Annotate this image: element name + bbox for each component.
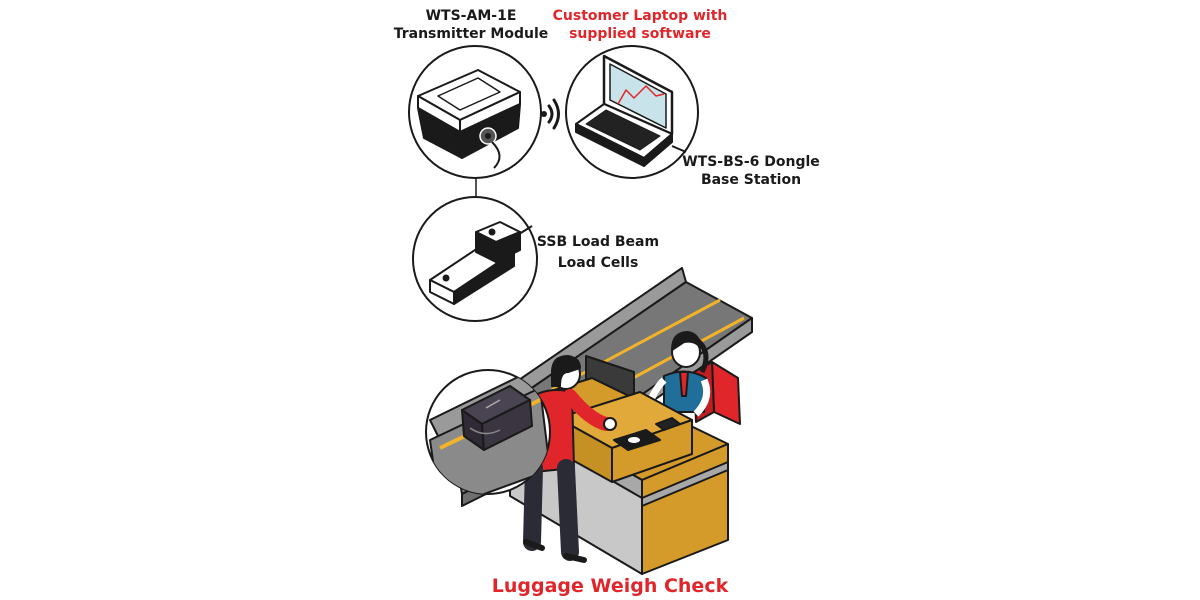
- loadcell-label-line-2: Load Cells: [557, 255, 639, 271]
- diagram-title: Luggage Weigh Check: [491, 575, 729, 597]
- suitcase-icon: [425, 369, 551, 495]
- transmitter-module-icon: [408, 45, 542, 179]
- transmitter-module-label: WTS-AM-1E Transmitter Module: [386, 7, 556, 43]
- transmitter-label-line-2: Transmitter Module: [393, 26, 549, 42]
- dongle-label-line-1: WTS-BS-6 Dongle: [682, 154, 820, 170]
- laptop-label-line-1: Customer Laptop with: [552, 8, 728, 24]
- load-cell-icon: [412, 196, 538, 322]
- load-cell-label: SSB Load Beam Load Cells: [533, 232, 663, 274]
- laptop-label: Customer Laptop with supplied software: [548, 7, 732, 43]
- laptop-label-line-2: supplied software: [569, 26, 711, 42]
- dongle-base-station-label: WTS-BS-6 Dongle Base Station: [676, 153, 826, 189]
- laptop-icon: [565, 45, 699, 179]
- transmitter-label-line-1: WTS-AM-1E: [425, 8, 517, 24]
- dongle-label-line-2: Base Station: [700, 172, 802, 188]
- loadcell-label-line-1: SSB Load Beam: [536, 234, 660, 250]
- wireless-signal-icon: [541, 98, 560, 130]
